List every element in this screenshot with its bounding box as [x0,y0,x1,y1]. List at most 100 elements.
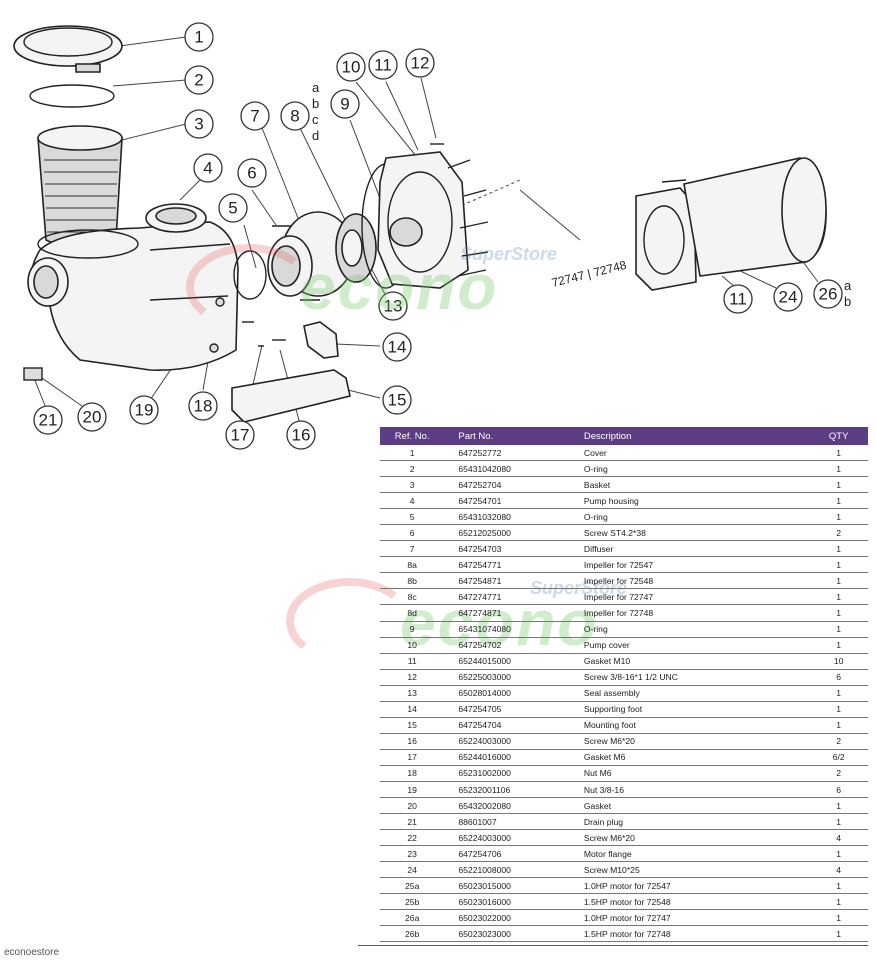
qty-cell: 4 [809,829,868,847]
ref-no-cell: 17 [380,749,445,766]
callout-4: 4 [193,153,223,183]
svg-text:2: 2 [194,71,203,90]
qty-cell: 1 [809,492,868,510]
part-no-cell: 65224003000 [444,829,584,847]
qty-cell: 1 [809,797,868,815]
part-no-cell: 65028014000 [444,685,584,702]
callout-6: 6 [237,158,267,188]
qty-cell: 1 [809,604,868,622]
description-cell: Nut 3/8-16 [583,781,810,799]
ref-no-cell: 8d [380,604,445,622]
watermark-swoosh-top [186,244,312,330]
svg-text:12: 12 [411,54,430,73]
motor-part [683,157,827,277]
callout-16: 16 [286,420,316,450]
description-cell: Seal assembly [583,685,810,702]
part-no-cell: 647254703 [444,540,584,558]
qty-cell: 1 [809,845,868,863]
callout-21: 21 [33,405,63,435]
qty-cell: 1 [809,701,868,718]
callout-19: 19 [129,395,159,425]
pump-housing-part [27,203,239,371]
qty-cell: 1 [809,685,868,702]
qty-cell: 10 [809,653,868,670]
description-cell: Gasket M6 [583,749,810,766]
ref-no-cell: 25b [380,893,445,911]
svg-text:b: b [312,96,319,111]
ref-no-cell: 7 [380,540,445,558]
description-cell: Supporting foot [583,701,810,718]
callout-9: 9 [330,89,360,119]
part-no-cell: 65023016000 [444,893,584,911]
ref-no-cell: 23 [380,845,445,863]
description-cell: Diffuser [583,540,810,558]
ref-no-cell: 18 [380,765,445,782]
ref-no-cell: 8c [380,588,445,606]
description-cell: O-ring [583,508,810,526]
qty-cell: 6 [809,781,868,799]
svg-text:26: 26 [819,285,838,304]
svg-text:5: 5 [228,199,237,218]
svg-text:24: 24 [779,288,798,307]
cover-part [13,25,123,73]
header-qty: QTY [809,427,868,445]
ref-no-cell: 15 [380,717,445,734]
ref-no-cell: 16 [380,733,445,750]
mounting-foot-part [231,369,351,423]
svg-text:4: 4 [203,159,212,178]
ref-no-cell: 9 [380,621,445,638]
svg-text:10: 10 [342,58,361,77]
ref-no-cell: 25a [380,877,445,895]
description-cell: Impeller for 72748 [583,604,810,622]
callout-17: 17 [225,420,255,450]
description-cell: Nut M6 [583,765,810,782]
qty-cell: 1 [809,476,868,494]
ref-no-cell: 20 [380,797,445,815]
ref-no-cell: 12 [380,669,445,686]
svg-text:8: 8 [290,107,299,126]
ref-no-cell: 2 [380,460,445,478]
part-no-cell: 65431032080 [444,508,584,526]
ref-no-cell: 10 [380,637,445,654]
footer-divider [358,945,868,946]
ref-no-cell: 11 [380,653,445,670]
description-cell: Impeller for 72548 [583,572,810,590]
description-cell: 1.5HP motor for 72548 [583,893,810,911]
description-cell: 1.0HP motor for 72547 [583,877,810,895]
description-cell: Screw M6*20 [583,733,810,750]
qty-cell: 1 [809,893,868,911]
qty-cell: 1 [809,925,868,943]
qty-cell: 1 [809,556,868,574]
part-no-cell: 65244015000 [444,653,584,670]
svg-text:18: 18 [194,397,213,416]
motor-variant-letters: a b [844,278,852,309]
part-no-cell: 65231002000 [444,765,584,782]
part-no-cell: 647274871 [444,604,584,622]
callout-7: 7 [240,101,270,131]
part-no-cell: 647254702 [444,637,584,654]
part-no-cell: 65023023000 [444,925,584,943]
svg-text:6: 6 [247,164,256,183]
description-cell: Impeller for 72547 [583,556,810,574]
description-cell: Gasket M10 [583,653,810,670]
part-no-cell: 647254705 [444,701,584,718]
qty-cell: 2 [809,524,868,542]
qty-cell: 1 [809,909,868,927]
table-header-row: Ref. No. Part No. Description QTY [380,427,868,445]
ref-no-cell: 1 [380,445,445,462]
description-cell: Gasket [583,797,810,815]
qty-cell: 1 [809,877,868,895]
callout-11-motor: 11 [723,284,753,314]
